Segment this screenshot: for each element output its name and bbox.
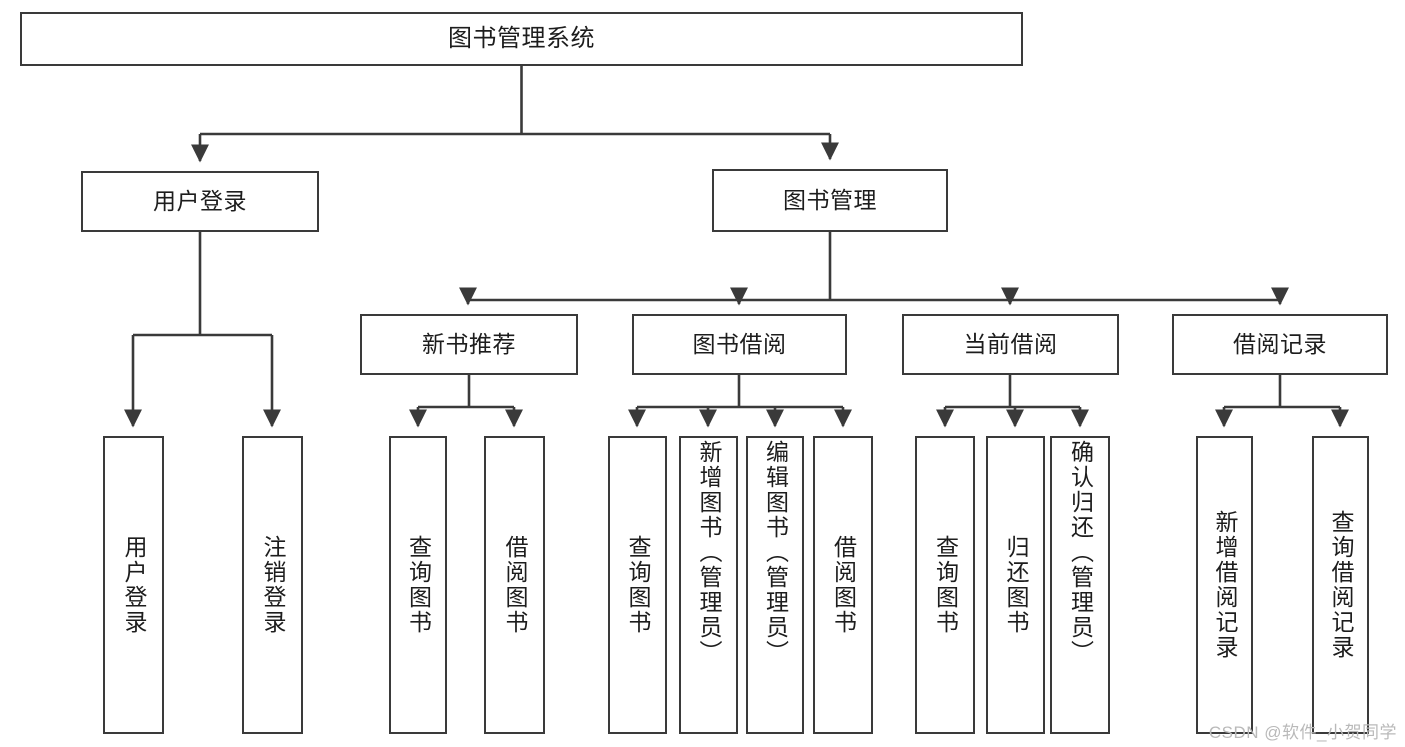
node-label: 查询借阅记录 <box>1328 510 1354 660</box>
leaf-current-return-book[interactable]: 归还图书 <box>986 436 1045 734</box>
node-label: 查询图书 <box>405 535 432 635</box>
watermark: CSDN @软件_小贺同学 <box>1208 723 1397 742</box>
node-root-system[interactable]: 图书管理系统 <box>20 12 1023 66</box>
node-book-borrow[interactable]: 图书借阅 <box>632 314 847 375</box>
leaf-borrow-query-book[interactable]: 查询图书 <box>608 436 667 734</box>
leaf-record-add-record[interactable]: 新增借阅记录 <box>1196 436 1253 734</box>
leaf-borrow-edit-book[interactable]: 编辑图书（管理员） <box>746 436 804 734</box>
node-label: 借阅记录 <box>1233 330 1327 357</box>
leaf-borrow-borrow-book[interactable]: 借阅图书 <box>813 436 873 734</box>
leaf-recommend-query-book[interactable]: 查询图书 <box>389 436 447 734</box>
node-label: 图书借阅 <box>692 330 787 357</box>
node-current-borrow[interactable]: 当前借阅 <box>902 314 1119 375</box>
node-user-login[interactable]: 用户登录 <box>81 171 319 232</box>
leaf-user-login-logout[interactable]: 注销登录 <box>242 436 303 734</box>
node-new-book-recommend[interactable]: 新书推荐 <box>360 314 578 375</box>
node-label: 用户登录 <box>121 535 147 635</box>
node-label: 查询图书 <box>625 535 651 635</box>
node-borrow-record[interactable]: 借阅记录 <box>1172 314 1388 375</box>
leaf-borrow-add-book[interactable]: 新增图书（管理员） <box>679 436 738 734</box>
node-label: 确认归还（管理员） <box>1067 440 1094 665</box>
node-label: 借阅图书 <box>502 535 528 635</box>
node-label: 归还图书 <box>1003 535 1029 635</box>
leaf-record-query-record[interactable]: 查询借阅记录 <box>1312 436 1369 734</box>
node-label: 图书管理 <box>783 186 877 213</box>
leaf-recommend-borrow-book[interactable]: 借阅图书 <box>484 436 545 734</box>
node-label: 查询图书 <box>932 535 959 635</box>
node-label: 新书推荐 <box>422 330 516 357</box>
node-label: 新增借阅记录 <box>1212 510 1238 660</box>
node-label: 新增图书（管理员） <box>696 440 722 665</box>
node-label: 注销登录 <box>260 535 286 635</box>
node-label: 编辑图书（管理员） <box>762 440 789 665</box>
node-label: 用户登录 <box>153 187 247 214</box>
leaf-current-query-book[interactable]: 查询图书 <box>915 436 975 734</box>
node-label: 图书管理系统 <box>448 24 595 52</box>
node-label: 借阅图书 <box>830 535 857 635</box>
node-label: 当前借阅 <box>963 330 1058 357</box>
leaf-user-login-login[interactable]: 用户登录 <box>103 436 164 734</box>
node-book-management[interactable]: 图书管理 <box>712 169 948 232</box>
leaf-current-confirm-return[interactable]: 确认归还（管理员） <box>1050 436 1110 734</box>
